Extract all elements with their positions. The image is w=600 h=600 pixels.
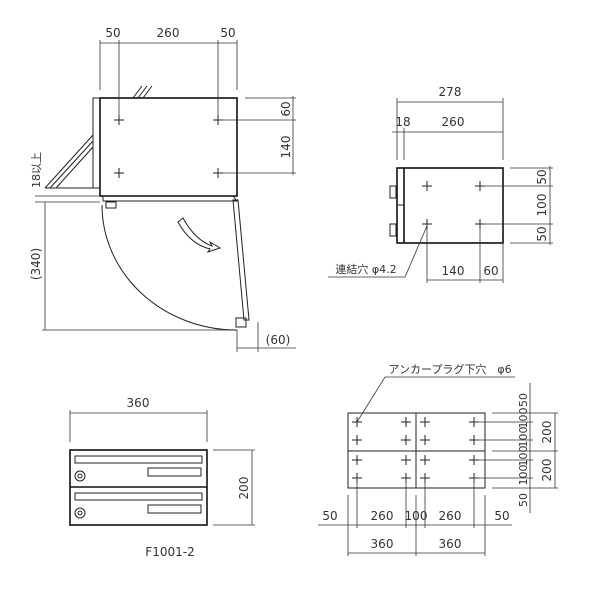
dim-50-bottom: 50 [535, 226, 549, 241]
dim-278: 278 [439, 85, 462, 99]
name-plate-lower [147, 504, 202, 514]
door-open [232, 199, 250, 321]
dim-200: 200 [540, 459, 554, 482]
connect-hole-crosses [422, 181, 485, 229]
dim-360: 360 [127, 396, 150, 410]
door-offset-label: (60) [266, 333, 291, 347]
dim-200: 200 [540, 421, 554, 444]
knob-lower [389, 223, 397, 237]
dim-360: 360 [439, 537, 462, 551]
side-outline [396, 167, 504, 244]
dim-60: 60 [279, 101, 293, 116]
hole-leader [328, 225, 428, 278]
dim-18: 18 [395, 115, 410, 129]
mail-slot-lower [74, 492, 203, 501]
dim-140: 140 [279, 136, 293, 159]
wall-bracket [92, 97, 100, 189]
dim-50: 50 [517, 493, 530, 507]
anchor-leader [356, 376, 515, 423]
hole-callout: 連結穴 φ4.2 [335, 262, 396, 276]
dim-200: 200 [237, 477, 251, 500]
swing-arrow-icon [177, 217, 222, 253]
wall-hatch [132, 85, 153, 99]
dim-50-top: 50 [535, 169, 549, 184]
dim-100: 100 [517, 465, 530, 486]
dim-50: 50 [322, 509, 337, 523]
dim-260: 260 [371, 509, 394, 523]
mail-slot-upper [74, 455, 203, 464]
dim-100: 100 [535, 194, 549, 217]
door-closed [102, 195, 239, 202]
box-outline [99, 97, 238, 197]
dim-100: 100 [517, 427, 530, 448]
anchor-callout: アンカープラグ下穴 φ6 [388, 362, 511, 376]
model-label: F1001-2 [145, 545, 194, 559]
lock-icon [74, 507, 86, 519]
door-knob [235, 317, 247, 328]
front-view: 360 200 F1001-2 [69, 396, 255, 559]
dim-60-side: 60 [483, 264, 498, 278]
dim-100: 100 [405, 509, 428, 523]
back-view: アンカープラグ下穴 φ6 50 100 100 100 100 50 200 2… [318, 362, 558, 556]
clearance-label: 18以上 [30, 152, 43, 188]
mount-hole-crosses [114, 115, 223, 178]
dim-50-right: 50 [220, 26, 235, 40]
dim-140-side: 140 [442, 264, 465, 278]
dim-260: 260 [157, 26, 180, 40]
hinge [105, 201, 117, 209]
dim-260: 260 [439, 509, 462, 523]
dim-360: 360 [371, 537, 394, 551]
bracket-hatch [44, 134, 94, 189]
dim-50-left: 50 [105, 26, 120, 40]
door-swing-arc [101, 204, 238, 331]
lock-icon [74, 470, 86, 482]
dim-50: 50 [494, 509, 509, 523]
dim-50: 50 [517, 393, 530, 407]
knob-upper [389, 185, 397, 199]
dim-100: 100 [517, 446, 530, 467]
name-plate-upper [147, 467, 202, 477]
dim-100: 100 [517, 408, 530, 429]
side-view: 278 18 260 50 100 50 140 60 連結穴 φ4.2 [328, 85, 553, 283]
dim-260-side: 260 [442, 115, 465, 129]
depth-label: (340) [29, 248, 43, 280]
top-view: 50 260 50 60 140 18以上 (340) (60) [29, 26, 296, 352]
